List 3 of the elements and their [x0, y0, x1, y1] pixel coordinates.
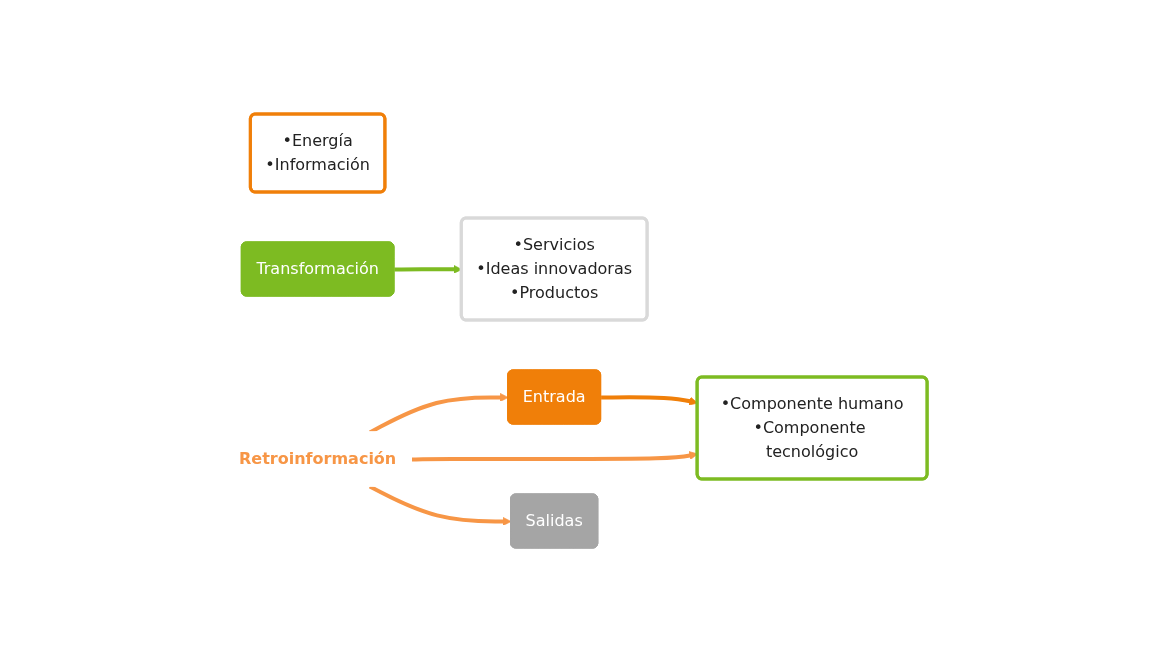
- node-text: Retroinformación: [238, 449, 397, 468]
- arrow: [601, 395, 698, 406]
- arrow: [411, 451, 698, 462]
